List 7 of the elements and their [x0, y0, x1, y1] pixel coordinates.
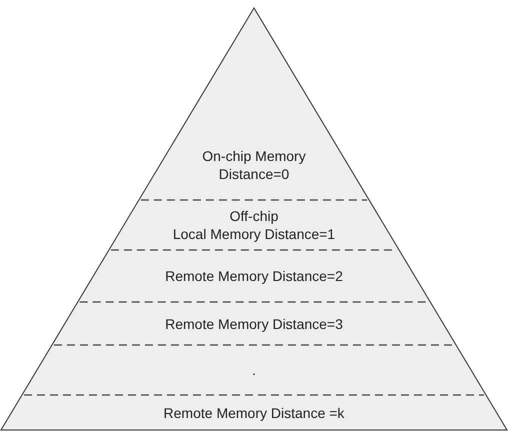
memory-level-label: Remote Memory Distance=2 — [165, 267, 343, 285]
memory-level-label: Local Memory Distance=1 — [172, 225, 336, 243]
memory-level-label: . — [252, 361, 256, 379]
memory-level-label: Off-chip — [230, 207, 278, 225]
memory-level-label: On-chip Memory Distance=0 — [201, 147, 307, 183]
memory-level-label: Remote Memory Distance =k — [164, 404, 344, 422]
memory-level-label: Remote Memory Distance=3 — [165, 314, 343, 332]
